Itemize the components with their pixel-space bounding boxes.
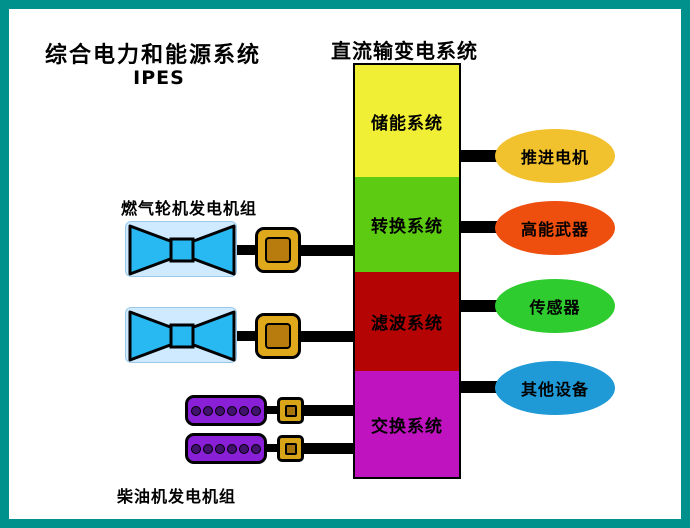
high-energy-weapon-label: 高能武器 — [520, 220, 589, 239]
shaft-link-1 — [237, 245, 255, 255]
diesel-generator-1-icon — [277, 397, 304, 424]
sensor-label: 传感器 — [529, 298, 581, 317]
gas-turbine-1-icon — [125, 221, 237, 277]
propulsion-motor-label: 推进电机 — [520, 148, 589, 167]
crankshaft-dot-icon — [191, 405, 201, 416]
connector-conversion-to-weapon — [459, 221, 501, 233]
shaft-link-d2 — [267, 444, 277, 452]
sensor-ellipse: 传感器 — [495, 279, 615, 333]
crankshaft-dot-icon — [251, 405, 261, 416]
crankshaft-dot-icon — [227, 443, 237, 454]
shaft-link-d1 — [267, 406, 277, 414]
crankshaft-dot-icon — [239, 443, 249, 454]
conversion-block: 转换系统 — [355, 177, 459, 272]
dc-transmission-label: 直流输变电系统 — [331, 39, 478, 63]
connector-storage-to-propulsion — [459, 150, 501, 162]
crankshaft-dot-icon — [191, 443, 201, 454]
filter-block: 滤波系统 — [355, 272, 459, 371]
crankshaft-dot-icon — [227, 405, 237, 416]
crankshaft-dot-icon — [215, 443, 225, 454]
switching-block: 交换系统 — [355, 371, 459, 477]
crankshaft-dot-icon — [251, 443, 261, 454]
gas-generator-1-icon — [255, 227, 301, 273]
gas-turbine-2-icon — [125, 307, 237, 363]
connector-gas1-to-stack — [301, 245, 355, 256]
turbine-shape-icon — [128, 224, 236, 276]
connector-switching-to-other — [459, 381, 501, 393]
energy-storage-label: 储能系统 — [371, 113, 443, 134]
connector-gas2-to-stack — [301, 331, 355, 342]
crankshaft-dot-icon — [239, 405, 249, 416]
diagram-subtitle: IPES — [133, 67, 185, 89]
diesel-engine-2-icon — [185, 433, 267, 464]
generator-core-icon — [284, 404, 297, 417]
conversion-label: 转换系统 — [371, 217, 443, 237]
other-equipment-ellipse: 其他设备 — [495, 361, 615, 415]
generator-core-icon — [265, 323, 291, 349]
propulsion-motor-ellipse: 推进电机 — [495, 129, 615, 183]
shaft-link-2 — [237, 331, 255, 341]
filter-label: 滤波系统 — [371, 314, 443, 334]
turbine-shape-icon — [128, 310, 236, 362]
diesel-generator-2-icon — [277, 435, 304, 462]
dc-system-stack: 储能系统 转换系统 滤波系统 交换系统 — [353, 63, 461, 479]
switching-label: 交换系统 — [371, 416, 443, 437]
connector-diesel1-to-stack — [304, 405, 355, 416]
energy-storage-block: 储能系统 — [355, 65, 459, 177]
gas-turbine-group-label: 燃气轮机发电机组 — [121, 199, 258, 218]
generator-core-icon — [284, 442, 297, 455]
generator-core-icon — [265, 237, 291, 263]
crankshaft-dot-icon — [203, 443, 213, 454]
connector-diesel2-to-stack — [304, 443, 355, 454]
diagram-title: 综合电力和能源系统 — [45, 43, 262, 68]
crankshaft-dot-icon — [203, 405, 213, 416]
diesel-engine-1-icon — [185, 395, 267, 426]
gas-generator-2-icon — [255, 313, 301, 359]
connector-filter-to-sensor — [459, 300, 501, 312]
other-equipment-label: 其他设备 — [520, 380, 589, 399]
high-energy-weapon-ellipse: 高能武器 — [495, 201, 615, 255]
crankshaft-dot-icon — [215, 405, 225, 416]
diesel-group-label: 柴油机发电机组 — [117, 487, 237, 506]
